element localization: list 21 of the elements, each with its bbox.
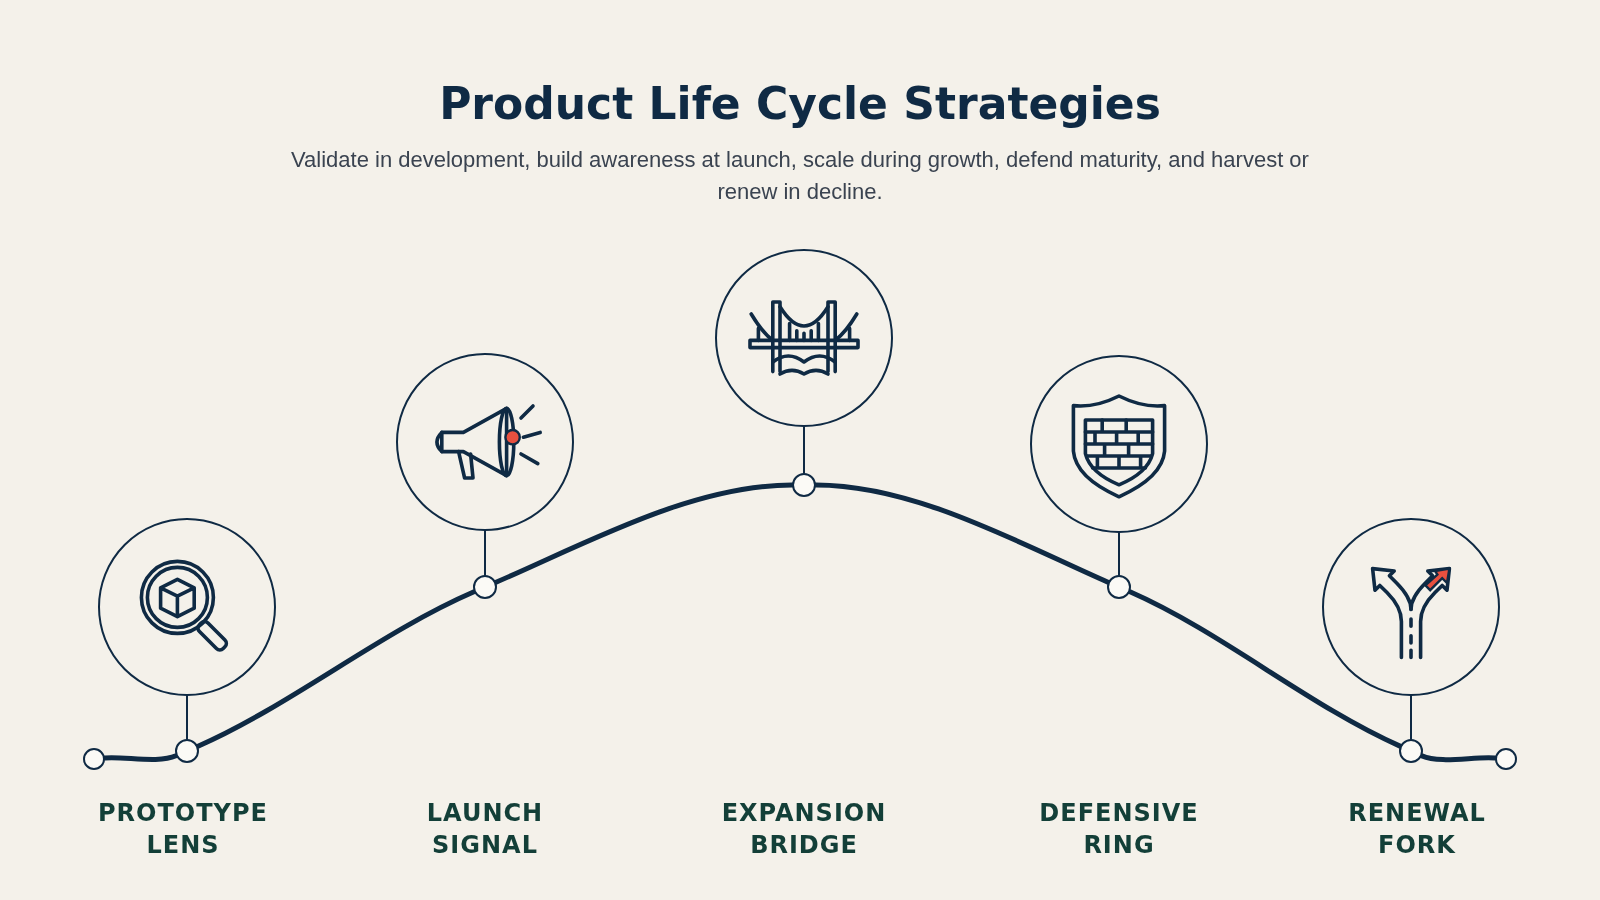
curve-point: [1399, 739, 1423, 763]
curve-point: [792, 473, 816, 497]
stage-label: DEFENSIVE RING: [1038, 798, 1200, 861]
connector-line: [186, 695, 188, 740]
stage-label: LAUNCH SIGNAL: [425, 798, 545, 861]
curve-point: [473, 575, 497, 599]
curve-point: [83, 748, 105, 770]
connector-line: [1410, 695, 1412, 740]
title: Product Life Cycle Strategies: [438, 78, 1162, 129]
stage-label: PROTOTYPE LENS: [97, 798, 269, 861]
stage-label: RENEWAL FORK: [1347, 798, 1487, 861]
life-cycle-curve: [1127, 589, 1403, 749]
connector-line: [1118, 532, 1120, 576]
connector-line: [484, 530, 486, 576]
curve-point: [175, 739, 199, 763]
connector-line: [803, 426, 805, 474]
life-cycle-curve: [195, 589, 477, 749]
stage-label: EXPANSION BRIDGE: [720, 798, 888, 861]
curve-point: [1495, 748, 1517, 770]
curve-point: [1107, 575, 1131, 599]
subtitle: Validate in development, build awareness at launch, scale during growth, defend maturity, and harvest or renew in decline.: [290, 146, 1310, 206]
